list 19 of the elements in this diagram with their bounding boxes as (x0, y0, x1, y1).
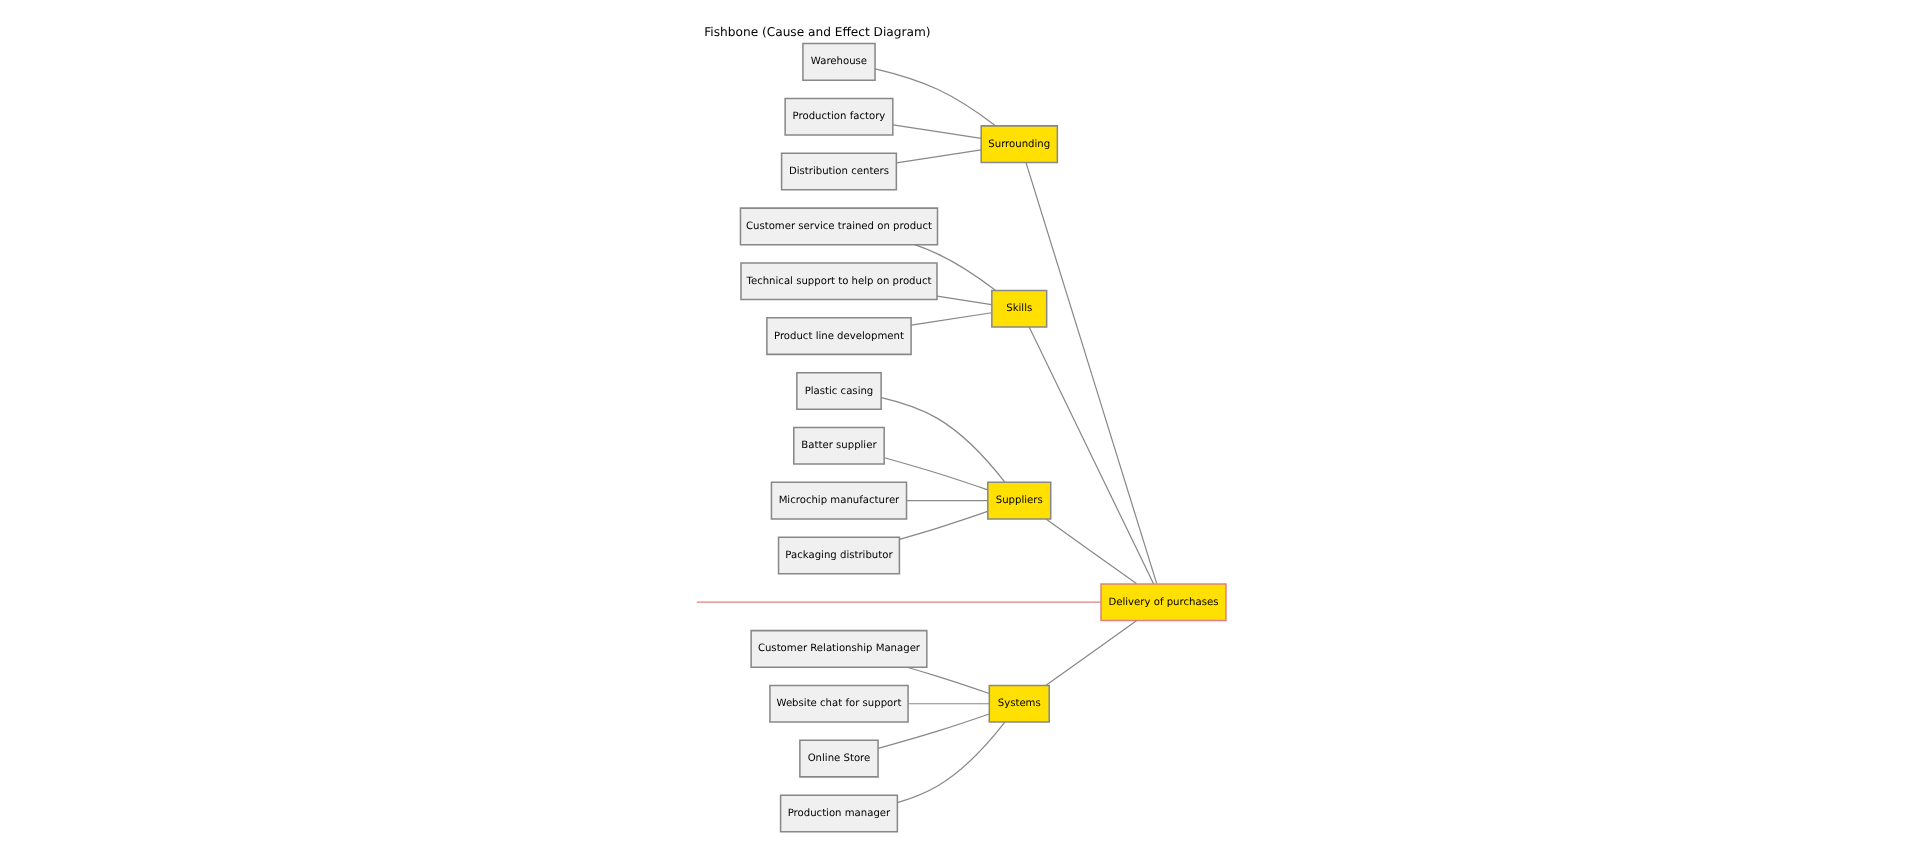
connector (882, 456, 988, 490)
connector (873, 67, 996, 126)
connector (891, 123, 981, 139)
connector (1044, 619, 1137, 685)
connector (909, 311, 992, 325)
connector (897, 509, 988, 539)
connector (935, 294, 992, 305)
connector (895, 720, 1005, 803)
connector (905, 499, 987, 501)
connector (1024, 161, 1157, 584)
connector (879, 395, 1005, 482)
connector (905, 665, 989, 694)
connector (1027, 325, 1154, 584)
connector (894, 148, 981, 163)
connector (876, 712, 989, 748)
connector (695, 600, 1101, 602)
connector (1044, 517, 1137, 584)
connector (906, 702, 989, 704)
connector (913, 243, 996, 290)
